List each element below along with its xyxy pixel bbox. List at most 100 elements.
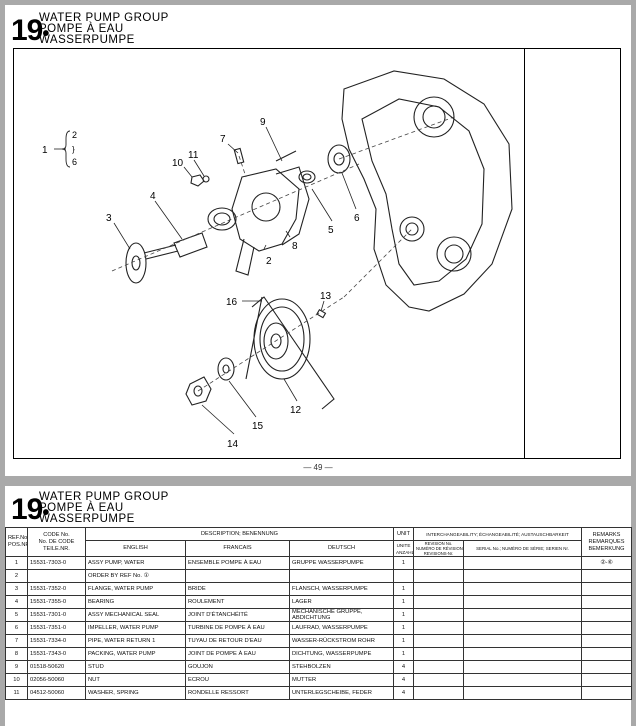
callout-8: 8 xyxy=(292,241,298,252)
revision-cell xyxy=(413,660,464,674)
unit-cell: 4 xyxy=(393,686,414,700)
pump-body xyxy=(231,168,300,252)
francais-cell: TUYAU DE RETOUR D'EAU xyxy=(185,634,290,648)
section-title-2: WATER PUMP GROUP POMPE À EAU WASSERPUMPE xyxy=(39,491,169,525)
bracket-item-bottom: 6 xyxy=(72,157,77,167)
english-cell: STUD xyxy=(85,660,186,674)
bracket-item-mid: } xyxy=(72,145,75,154)
code-cell: 15531-7301-0 xyxy=(27,608,86,622)
mechanical-seal xyxy=(298,170,316,184)
ref-cell: 4 xyxy=(5,595,28,609)
title-fr-2: POMPE À EAU xyxy=(39,502,124,514)
remarks-cell xyxy=(581,621,632,635)
code-cell: 15531-7355-0 xyxy=(27,595,86,609)
callout-11: 11 xyxy=(188,150,199,161)
code-cell: 15531-7351-0 xyxy=(27,621,86,635)
return-pipe xyxy=(233,147,245,165)
callout-12: 12 xyxy=(290,405,302,416)
code-cell: 01518-50620 xyxy=(27,660,86,674)
ref-cell: 1 xyxy=(5,556,28,570)
pulley-nut xyxy=(185,376,212,406)
code-cell: 15531-7334-0 xyxy=(27,634,86,648)
serial-cell xyxy=(463,621,582,635)
revision-cell xyxy=(413,673,464,687)
english-cell: PACKING, WATER PUMP xyxy=(85,647,186,661)
unit-cell: 1 xyxy=(393,621,414,635)
callout-13: 13 xyxy=(320,291,332,302)
ref-cell: 8 xyxy=(5,647,28,661)
col-description: DESCRIPTION; BENENNUNG xyxy=(85,527,394,541)
callout-16: 16 xyxy=(226,297,238,308)
francais-cell: BRIDE xyxy=(185,582,290,596)
francais-cell: RONDELLE RESSORT xyxy=(185,686,290,700)
title-fr: POMPE À EAU xyxy=(39,23,124,35)
callout-15: 15 xyxy=(252,421,264,432)
serial-cell xyxy=(463,647,582,661)
english-cell: PIPE, WATER RETURN 1 xyxy=(85,634,186,648)
gear-case-inner xyxy=(361,98,485,286)
ref-cell: 10 xyxy=(5,673,28,687)
diagram-frame: 2 } 6 1 2 3 4 5 6 7 8 9 10 11 12 13 14 1… xyxy=(13,48,621,459)
english-cell: FLANGE, WATER PUMP xyxy=(85,582,186,596)
francais-cell: GOUJON xyxy=(185,660,290,674)
deutsch-cell: WASSER-RÜCKSTROM ROHR xyxy=(289,634,394,648)
deutsch-cell: GRUPPE WASSERPUMPE xyxy=(289,556,394,570)
deutsch-cell: MECHANISCHE GRUPPE, ABDICHTUNG xyxy=(289,608,394,622)
code-cell: 04512-50060 xyxy=(27,686,86,700)
remarks-cell xyxy=(581,569,632,583)
revision-cell xyxy=(413,686,464,700)
deutsch-cell: DICHTUNG, WASSERPUMPE xyxy=(289,647,394,661)
english-cell: ASSY MECHANICAL SEAL xyxy=(85,608,186,622)
code-cell: 15531-7352-0 xyxy=(27,582,86,596)
english-cell: WASHER, SPRING xyxy=(85,686,186,700)
unit-cell: 1 xyxy=(393,647,414,661)
col-english: ENGLISH xyxy=(85,540,186,557)
unit-cell: 1 xyxy=(393,556,414,570)
remarks-column-divider xyxy=(524,49,525,458)
gasket xyxy=(275,166,310,246)
spring-washer xyxy=(202,175,210,183)
callout-6: 6 xyxy=(354,213,360,224)
deutsch-cell: LAUFRAD, WASSERPUMPE xyxy=(289,621,394,635)
deutsch-cell: MUTTER xyxy=(289,673,394,687)
col-serial: SERIAL No.; NUMÉRO DE SÉRIE; SERIEN Nr. xyxy=(463,540,582,557)
exploded-view-diagram: 2 } 6 1 2 3 4 5 6 7 8 9 10 11 12 13 14 1… xyxy=(42,70,513,450)
unit-cell: 4 xyxy=(393,673,414,687)
code-cell: 15531-7303-0 xyxy=(27,556,86,570)
title-en: WATER PUMP GROUP xyxy=(39,12,169,24)
ref-cell: 11 xyxy=(5,686,28,700)
revision-cell xyxy=(413,634,464,648)
parts-list-page: 19• WATER PUMP GROUP POMPE À EAU WASSERP… xyxy=(5,486,632,726)
unit-cell xyxy=(393,569,414,583)
serial-cell xyxy=(463,634,582,648)
remarks-cell xyxy=(581,660,632,674)
ref-cell: 7 xyxy=(5,634,28,648)
revision-cell xyxy=(413,582,464,596)
remarks-cell xyxy=(581,634,632,648)
gear-case-outline xyxy=(341,70,513,312)
page-number: — 49 — xyxy=(303,463,333,472)
unit-cell: 1 xyxy=(393,608,414,622)
code-cell: 02056-50060 xyxy=(27,673,86,687)
remarks-cell xyxy=(581,608,632,622)
revision-cell xyxy=(413,608,464,622)
english-cell: ORDER BY REF No. ① xyxy=(85,569,186,583)
col-francais: FRANCAIS xyxy=(185,540,290,557)
serial-cell xyxy=(463,556,582,570)
deutsch-cell: STEHBOLZEN xyxy=(289,660,394,674)
bracket-item-top: 2 xyxy=(72,130,77,140)
remarks-cell: ②-⑥ xyxy=(581,556,632,570)
serial-cell xyxy=(463,608,582,622)
unit-cell: 4 xyxy=(393,660,414,674)
callout-10: 10 xyxy=(172,158,184,169)
flange xyxy=(125,242,147,284)
code-cell: 15531-7343-0 xyxy=(27,647,86,661)
